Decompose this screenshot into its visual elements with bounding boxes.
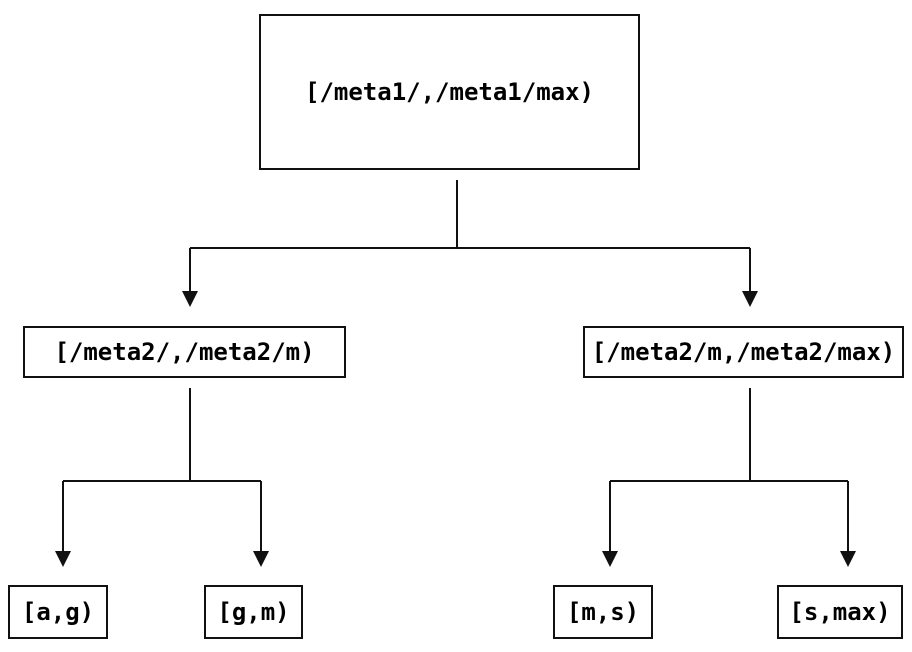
arrowhead-down-icon: [840, 551, 856, 567]
arrowhead-down-icon: [182, 291, 198, 307]
node-meta2-left: [/meta2/,/meta2/m): [23, 326, 346, 378]
leaf-node-a-g: [a,g): [8, 585, 108, 639]
node-root-label: [/meta1/,/meta1/max): [305, 78, 594, 106]
node-meta2-left-label: [/meta2/,/meta2/m): [54, 338, 315, 366]
leaf-node-g-m-label: [g,m): [217, 598, 290, 626]
arrowhead-down-icon: [742, 291, 758, 307]
leaf-node-s-max-label: [s,max): [789, 598, 891, 626]
edge-root-trunk: [189, 180, 751, 292]
arrowhead-down-icon: [602, 551, 618, 567]
leaf-node-g-m: [g,m): [204, 585, 303, 639]
leaf-node-m-s: [m,s): [553, 585, 653, 639]
edge-left-subtree: [62, 388, 262, 552]
leaf-node-a-g-label: [a,g): [21, 598, 95, 626]
leaf-node-m-s-label: [m,s): [566, 598, 640, 626]
node-root: [/meta1/,/meta1/max): [259, 14, 640, 170]
leaf-node-s-max: [s,max): [777, 585, 903, 639]
arrowhead-down-icon: [55, 551, 71, 567]
node-meta2-right: [/meta2/m,/meta2/max): [583, 326, 904, 378]
edge-right-subtree: [609, 388, 849, 552]
node-meta2-right-label: [/meta2/m,/meta2/max): [591, 338, 896, 366]
arrowhead-down-icon: [253, 551, 269, 567]
